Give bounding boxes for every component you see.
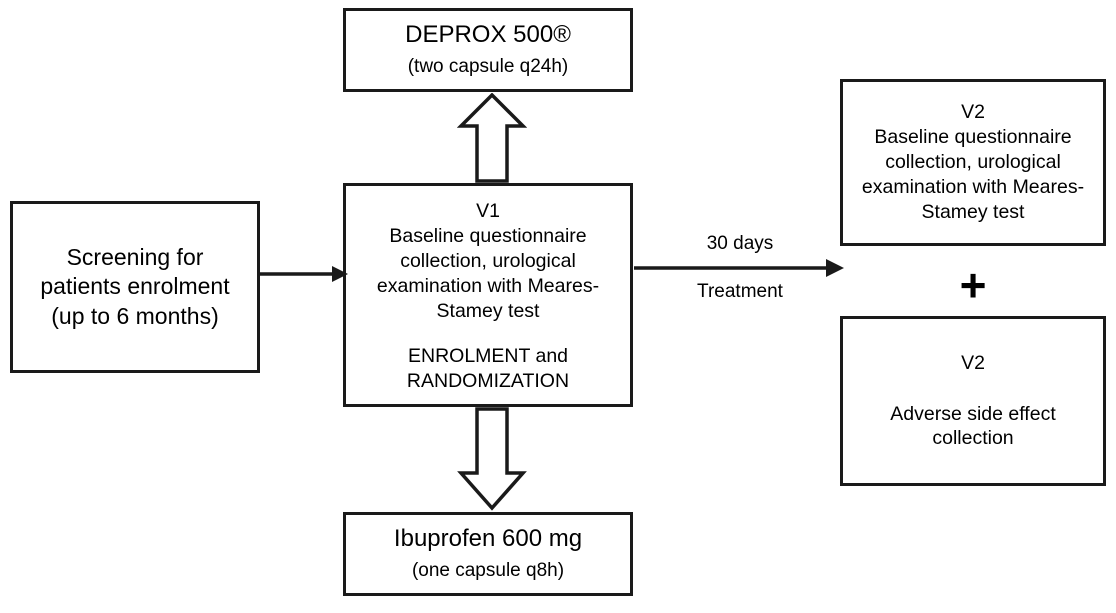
arrow-screening-to-v1-icon (258, 266, 348, 282)
node-v1-line-4: examination with Meares- (376, 274, 600, 297)
node-v1-line-6: ENROLMENT and (407, 344, 569, 367)
node-v1-line-5: Stamey test (436, 299, 540, 322)
node-v1: V1 Baseline questionnaire collection, ur… (343, 183, 633, 407)
node-v1-line-3: collection, urological (400, 249, 576, 272)
node-deprox-line-1: DEPROX 500® (405, 21, 571, 49)
node-v1-line-7: RANDOMIZATION (406, 369, 570, 392)
node-v2-adverse-events: V2 Adverse side effect collection (840, 316, 1106, 486)
edge-label-30-days: 30 days (706, 233, 774, 254)
arrow-v1-to-v2-icon (634, 259, 844, 277)
node-v2-bottom-line-3: collection (932, 427, 1014, 450)
node-v1-line-2: Baseline questionnaire (389, 224, 587, 247)
arrow-v1-to-ibuprofen-icon (457, 407, 527, 511)
node-ibuprofen: Ibuprofen 600 mg (one capsule q8h) (343, 512, 633, 596)
node-v2-bottom-line-1: V2 (961, 351, 985, 374)
node-deprox-500: DEPROX 500® (two capsule q24h) (343, 8, 633, 92)
node-ibuprofen-line-2: (one capsule q8h) (411, 560, 565, 582)
node-ibuprofen-line-1: Ibuprofen 600 mg (393, 525, 583, 553)
node-v2-top-line-5: Stamey test (921, 200, 1025, 223)
edge-label-treatment: Treatment (697, 281, 783, 302)
node-v1-line-1: V1 (476, 200, 500, 222)
node-v2-bottom-line-2: Adverse side effect (890, 402, 1056, 425)
node-deprox-line-2: (two capsule q24h) (407, 56, 569, 78)
node-screening: Screening for patients enrolment (up to … (10, 201, 260, 373)
plus-symbol: + (959, 259, 987, 311)
node-v2-top-line-2: Baseline questionnaire (874, 126, 1072, 149)
node-v2-assessment: V2 Baseline questionnaire collection, ur… (840, 79, 1106, 246)
arrow-v1-to-deprox-icon (457, 93, 527, 183)
node-v2-top-line-3: collection, urological (885, 151, 1061, 174)
node-v2-top-line-1: V2 (961, 101, 985, 124)
node-v2-top-line-4: examination with Meares- (861, 175, 1085, 198)
node-screening-line-2: patients enrolment (40, 273, 230, 300)
node-screening-line-3: (up to 6 months) (51, 302, 219, 329)
node-screening-line-1: Screening for (66, 243, 204, 270)
